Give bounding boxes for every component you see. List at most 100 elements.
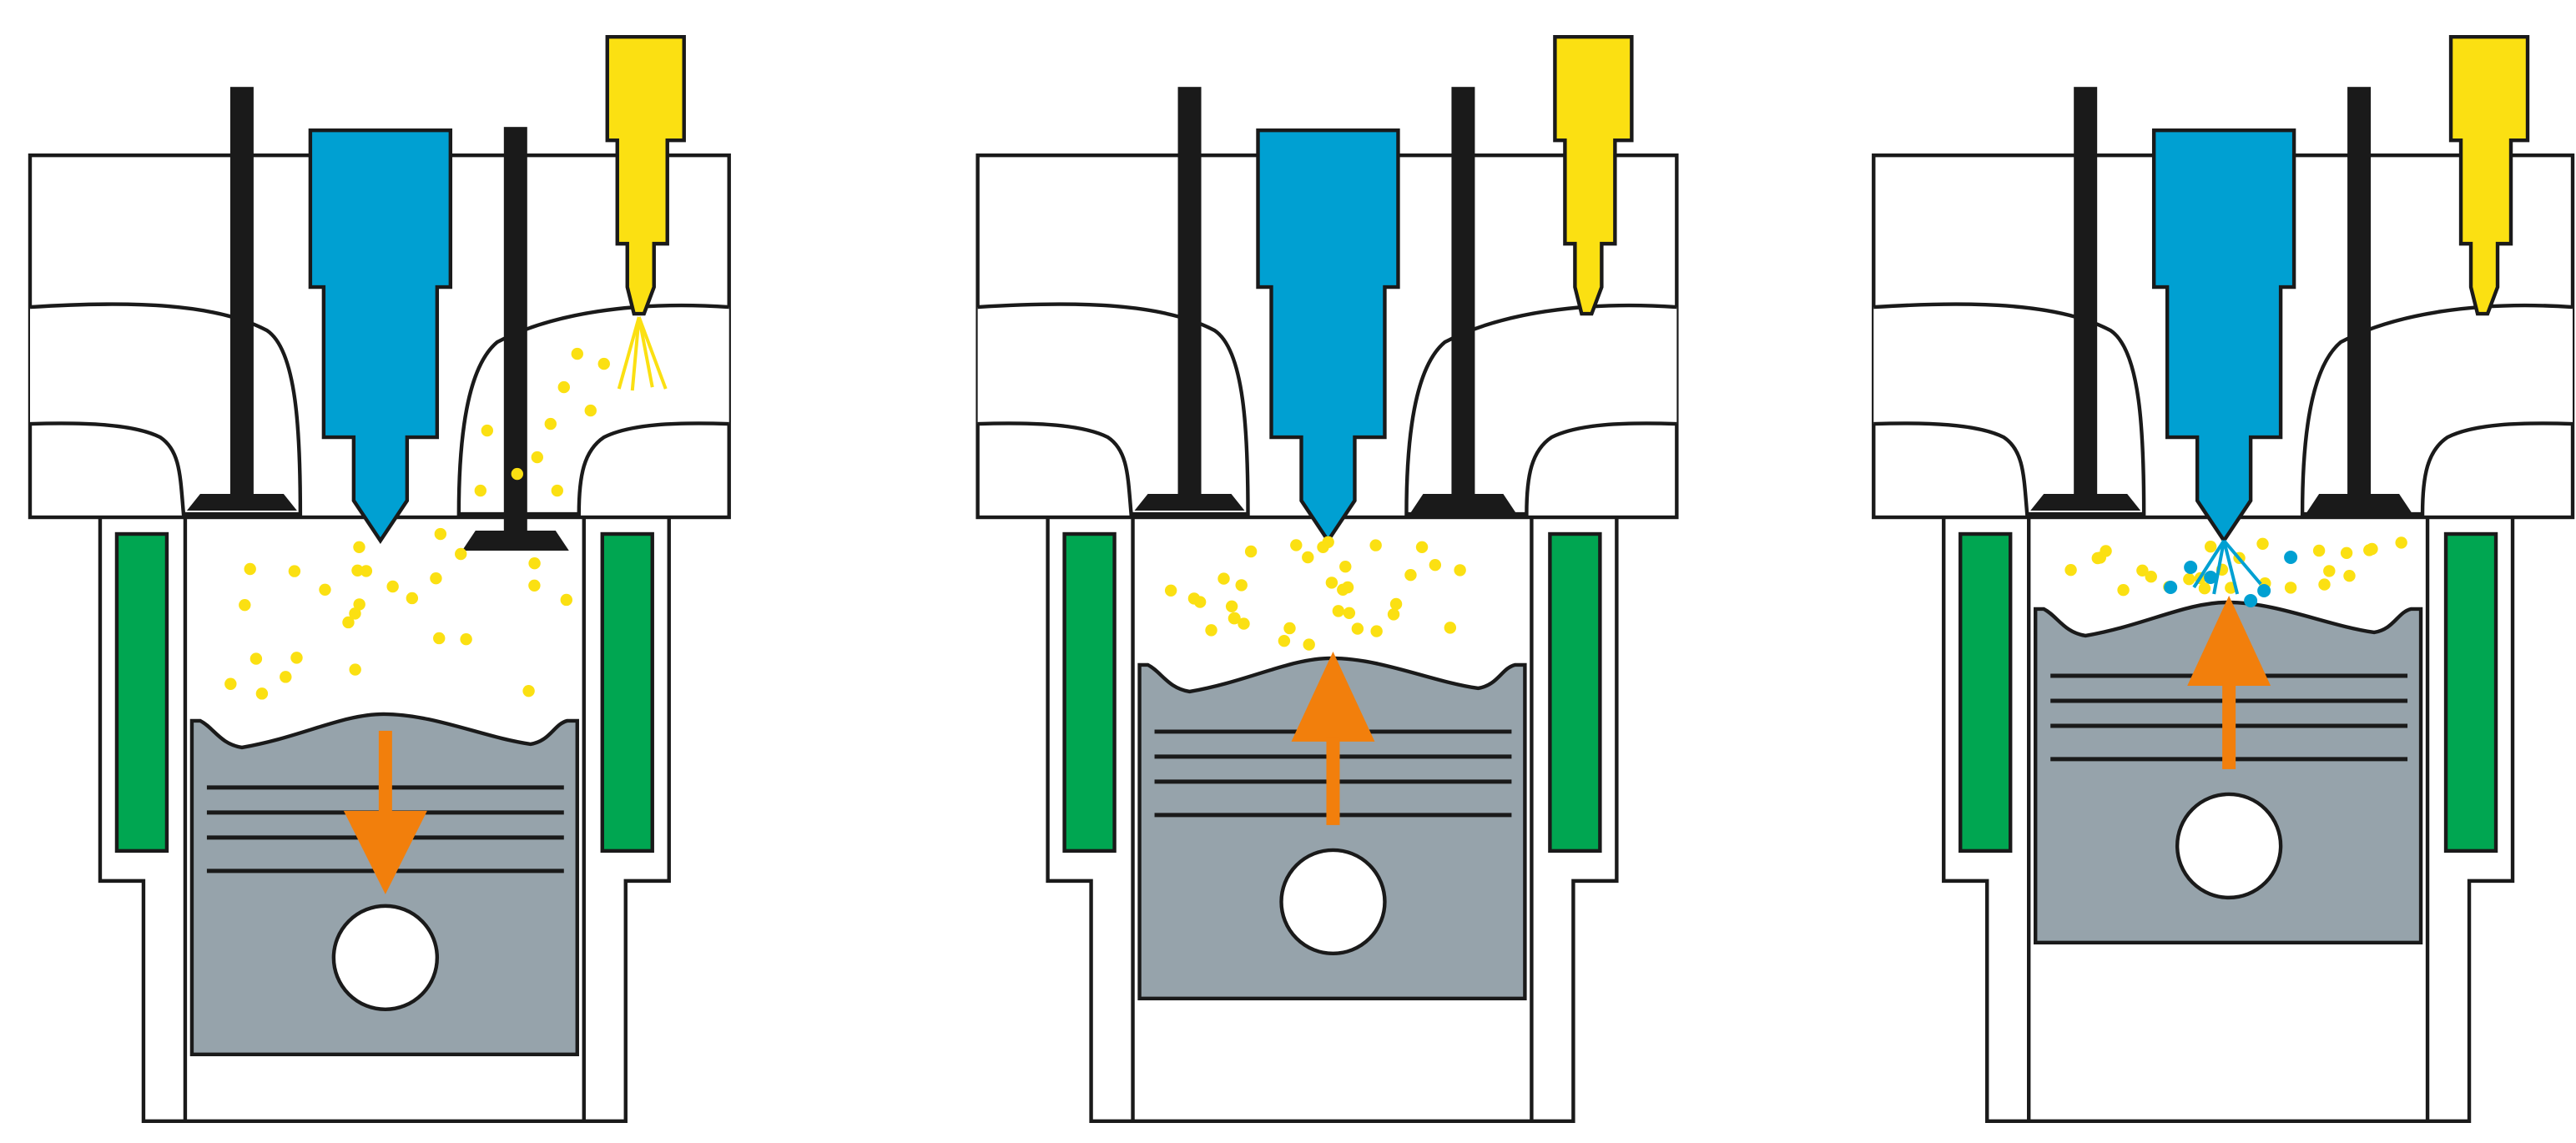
panel-intake [28, 35, 731, 1123]
injection-spray-line [2222, 539, 2262, 586]
fuel-droplet [1283, 622, 1296, 635]
fuel-droplet [455, 547, 467, 561]
injector [308, 128, 453, 544]
fuel-droplet [1389, 597, 1403, 611]
fuel-droplet [1317, 541, 1329, 554]
fuel-droplet [2284, 582, 2297, 594]
piston-pin [1279, 848, 1387, 956]
fuel-droplet [474, 484, 487, 497]
fuel-droplet [1351, 622, 1364, 635]
fuel-droplet [2136, 564, 2149, 577]
coolant-jacket-left [114, 531, 169, 853]
spray-line [637, 316, 654, 388]
exhaust-valve-head [186, 494, 297, 511]
motion-arrow-head [1291, 651, 1375, 742]
injection-spray-line [2192, 539, 2226, 589]
fuel-droplet [290, 652, 303, 664]
fuel-droplet [224, 677, 237, 690]
panel-compression [975, 35, 1679, 1123]
motion-arrow-shaft [1326, 738, 1340, 825]
diesel-droplet [2284, 551, 2298, 565]
motion-arrow-head [2187, 595, 2271, 686]
diesel-droplet [2204, 571, 2218, 584]
fuel-droplet [342, 616, 355, 629]
panel-injection [1872, 35, 2575, 1123]
fuel-droplet [239, 598, 251, 612]
motion-arrow-shaft [378, 730, 392, 814]
diesel-droplet [2257, 583, 2271, 597]
fuel-droplet [2395, 536, 2407, 549]
piston-pin [331, 904, 440, 1012]
fuel-droplet [528, 557, 541, 570]
piston-pin [2175, 792, 2283, 900]
fuel-droplet [481, 424, 494, 437]
coolant-jacket-right [1548, 531, 1602, 853]
fuel-droplet [2145, 571, 2157, 583]
fuel-droplet [288, 565, 301, 577]
fuel-droplet [1238, 617, 1250, 630]
injector [1256, 128, 1400, 544]
diesel-droplet [2244, 593, 2258, 607]
spray-line [637, 316, 668, 390]
exhaust-valve-stem [229, 87, 254, 498]
fuel-droplet [460, 632, 472, 646]
fuel-droplet [2340, 546, 2353, 560]
cylinder-outer-wall [98, 517, 671, 1123]
fuel-droplet [571, 347, 583, 360]
fuel-droplet [1225, 600, 1238, 612]
fuel-droplet [511, 467, 523, 481]
fuel-droplet [2312, 544, 2326, 557]
fuel-droplet [584, 404, 597, 417]
fuel-droplet [1404, 569, 1417, 582]
fuel-droplet [433, 632, 446, 645]
spark-plug [2448, 35, 2530, 316]
fuel-droplet [1444, 622, 1457, 634]
fuel-droplet [1429, 559, 1442, 572]
spray-line [630, 316, 641, 391]
cylinder-outer-wall [1942, 517, 2515, 1123]
intake-valve-head [2306, 494, 2413, 515]
fuel-droplet [2323, 565, 2336, 577]
fuel-droplet [560, 593, 572, 607]
fuel-droplet [1290, 539, 1303, 551]
fuel-droplet [349, 607, 361, 620]
injection-spray-line [2222, 540, 2240, 595]
fuel-droplet [1415, 541, 1429, 554]
exhaust-valve-head [2030, 494, 2141, 511]
fuel-droplet [360, 565, 373, 577]
fuel-droplet [597, 357, 610, 370]
fuel-droplet [2117, 583, 2130, 597]
diesel-droplet [2164, 580, 2178, 594]
motion-arrow-shaft [2222, 682, 2236, 769]
coolant-jacket-left [1958, 531, 2013, 853]
fuel-droplet [1325, 577, 1338, 589]
motion-arrow-head [343, 810, 427, 894]
spray-line [617, 316, 641, 390]
intake-valve-head [1409, 494, 1517, 515]
fuel-droplet [2183, 572, 2195, 586]
fuel-droplet [280, 671, 292, 683]
fuel-droplet [2198, 582, 2211, 595]
intake-valve-stem [503, 127, 527, 531]
fuel-droplet [2094, 551, 2106, 564]
spark-plug [1553, 35, 1634, 316]
fuel-droplet [349, 663, 361, 676]
fuel-droplet [531, 451, 543, 464]
fuel-droplet [557, 380, 570, 394]
exhaust-valve-stem [1177, 87, 1202, 498]
fuel-droplet [1332, 605, 1345, 617]
fuel-droplet [2064, 564, 2077, 577]
injection-spray-line [2212, 540, 2226, 595]
fuel-droplet [1454, 564, 1466, 577]
fuel-droplet [1193, 596, 1207, 608]
diesel-droplet [2184, 561, 2198, 574]
cylinder-outer-wall [1046, 517, 1619, 1123]
fuel-droplet [528, 579, 541, 592]
intake-valve-stem [1451, 87, 1475, 495]
coolant-jacket-right [2443, 531, 2498, 853]
fuel-droplet [353, 541, 365, 554]
fuel-droplet [434, 527, 447, 541]
fuel-droplet [244, 562, 256, 576]
